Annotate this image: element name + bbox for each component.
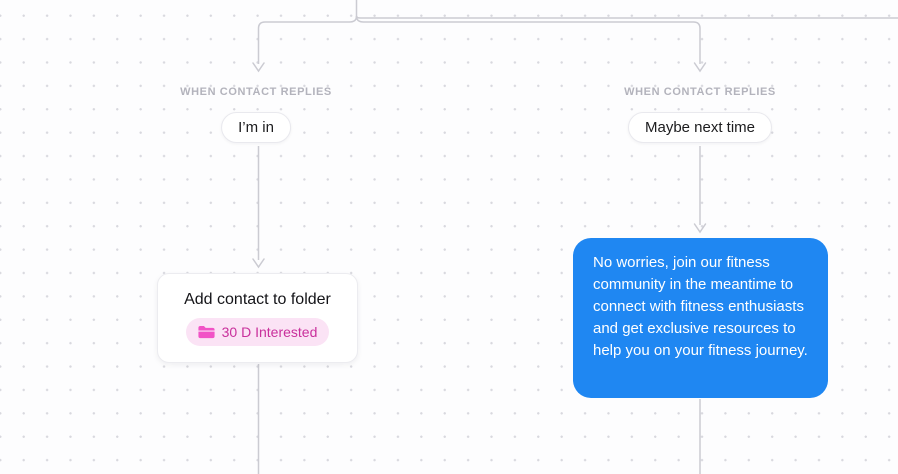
folder-tag-label: 30 D Interested bbox=[221, 323, 318, 340]
reply-pill-im-in[interactable]: I’m in bbox=[221, 112, 291, 143]
connector-branch-left bbox=[257, 15, 358, 64]
reply-pill-maybe-next-time[interactable]: Maybe next time bbox=[627, 112, 773, 143]
arrowhead bbox=[252, 258, 265, 269]
connector-branch-right bbox=[355, 15, 701, 64]
arrowhead bbox=[252, 62, 265, 73]
connector-main-right bbox=[355, 15, 898, 19]
folder-tag[interactable]: 30 D Interested bbox=[185, 317, 330, 346]
message-bubble-node[interactable]: No worries, join our fitness community i… bbox=[573, 238, 828, 398]
arrowhead bbox=[693, 223, 707, 234]
trigger-label-right: WHEN CONTACT REPLIES bbox=[624, 86, 776, 98]
folder-icon bbox=[198, 325, 215, 338]
trigger-label-left: WHEN CONTACT REPLIES bbox=[180, 86, 332, 98]
add-contact-to-folder-node[interactable]: Add contact to folder 30 D Interested bbox=[157, 273, 358, 363]
arrowhead bbox=[693, 62, 707, 73]
action-title: Add contact to folder bbox=[184, 290, 331, 308]
